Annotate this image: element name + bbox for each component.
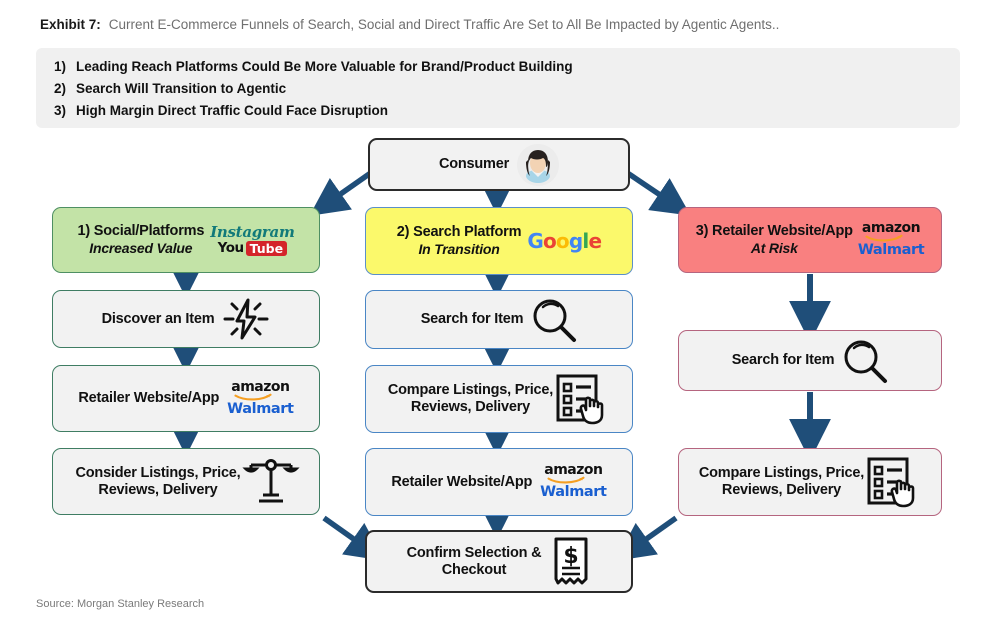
node-search-step-search[interactable]: Search for Item	[365, 290, 633, 349]
exhibit-label: Exhibit 7:	[40, 17, 101, 32]
node-social-step-consider[interactable]: Consider Listings, Price, Reviews, Deliv…	[52, 448, 320, 515]
consider-line-1: Consider Listings, Price,	[75, 464, 241, 481]
youtube-tube-badge: Tube	[245, 241, 288, 256]
node-search-step-compare[interactable]: Compare Listings, Price, Reviews, Delive…	[365, 365, 633, 433]
retailer-brand-logos-search: amazon Walmart	[540, 462, 607, 500]
walmart-logo: Walmart	[857, 242, 925, 258]
consider-line-2: Reviews, Delivery	[98, 481, 218, 498]
social-header-title: 1) Social/Platforms	[77, 223, 205, 239]
retailer-header-title: 3) Retailer Website/App	[695, 223, 853, 239]
node-search-step-retailer-label: Retailer Website/App	[391, 473, 533, 490]
arrow-social-to-checkout	[322, 515, 385, 561]
amazon-swoosh-icon	[234, 393, 272, 401]
amazon-logo: amazon	[544, 462, 603, 484]
node-retailer-step-search-label: Search for Item	[731, 352, 835, 368]
search-compare-line-2: Reviews, Delivery	[410, 399, 531, 415]
arrow-consumer-to-social	[309, 169, 374, 216]
search-compare-line-1: Compare Listings, Price,	[387, 382, 554, 398]
node-consumer[interactable]: Consumer	[368, 138, 630, 191]
source-note: Source: Morgan Stanley Research	[36, 598, 205, 610]
checkout-line-1: Confirm Selection &	[406, 544, 542, 561]
checklist-cursor-icon	[867, 456, 921, 508]
exhibit-header: Exhibit 7: Current E-Commerce Funnels of …	[40, 16, 970, 34]
amazon-wordmark: amazon	[231, 378, 290, 395]
takeaway-number-3: 3)	[54, 103, 67, 118]
node-retailer-step-compare-label: Compare Listings, Price, Reviews, Delive…	[699, 465, 864, 499]
balance-scale-icon	[241, 457, 300, 507]
key-takeaways-panel: 1) Leading Reach Platforms Could Be More …	[36, 48, 960, 128]
search-header-title: 2) Search Platform	[396, 224, 522, 240]
amazon-wordmark: amazon	[861, 220, 921, 236]
takeaway-text-3: High Margin Direct Traffic Could Face Di…	[76, 103, 389, 118]
node-social-step-retailer-label: Retailer Website/App	[78, 390, 220, 406]
google-logo: Google	[527, 229, 602, 253]
magnifier-icon	[531, 297, 577, 343]
node-search-header-label: 2) Search Platform In Transition	[397, 224, 522, 258]
checklist-cursor-icon	[556, 373, 610, 425]
node-search-header[interactable]: 2) Search Platform In Transition Google	[365, 207, 633, 275]
receipt-dollar-icon: $	[551, 537, 591, 587]
takeaway-text-1: Leading Reach Platforms Could Be More Va…	[76, 59, 573, 74]
takeaway-item-3: 3) High Margin Direct Traffic Could Face …	[54, 103, 388, 119]
node-social-step-discover-label: Discover an Item	[101, 310, 215, 327]
retailer-compare-line-2: Reviews, Delivery	[721, 482, 842, 498]
takeaway-text-2: Search Will Transition to Agentic	[76, 81, 287, 96]
node-retailer-header[interactable]: 3) Retailer Website/App At Risk amazon W…	[678, 207, 942, 273]
node-social-header[interactable]: 1) Social/Platforms Increased Value Inst…	[52, 207, 320, 273]
walmart-logo: Walmart	[540, 484, 607, 500]
amazon-logo: amazon	[231, 378, 290, 401]
node-social-step-consider-label: Consider Listings, Price, Reviews, Deliv…	[75, 465, 240, 499]
magnifier-icon	[842, 338, 888, 384]
node-social-step-discover[interactable]: Discover an Item	[52, 290, 320, 348]
amazon-swoosh-icon	[547, 476, 585, 484]
youtube-logo: You Tube	[217, 240, 288, 256]
retailer-brand-logos-social: amazon Walmart	[227, 378, 294, 417]
node-confirm-checkout-label: Confirm Selection & Checkout	[407, 545, 542, 579]
youtube-you-text: You	[217, 240, 244, 256]
social-header-subtitle: Increased Value	[89, 240, 193, 256]
takeaway-number-2: 2)	[54, 81, 67, 96]
retailer-compare-line-1: Compare Listings, Price,	[698, 465, 865, 481]
node-search-step-compare-label: Compare Listings, Price, Reviews, Delive…	[388, 382, 553, 416]
arrow-retailer-to-checkout	[615, 515, 678, 561]
amazon-logo: amazon	[861, 220, 921, 242]
node-retailer-step-compare[interactable]: Compare Listings, Price, Reviews, Delive…	[678, 448, 942, 516]
arrow-consumer-to-retailer	[624, 169, 691, 216]
svg-text:$: $	[564, 544, 579, 569]
walmart-logo: Walmart	[227, 400, 294, 417]
checkout-line-2: Checkout	[441, 561, 507, 578]
instagram-logo: Instagram	[210, 223, 295, 241]
social-brand-logos: Instagram You Tube	[210, 223, 295, 256]
node-retailer-header-label: 3) Retailer Website/App At Risk	[696, 223, 853, 257]
takeaway-item-1: 1) Leading Reach Platforms Could Be More …	[54, 59, 573, 75]
amazon-wordmark: amazon	[544, 462, 603, 478]
node-confirm-checkout[interactable]: Confirm Selection & Checkout $	[365, 530, 633, 593]
retailer-brand-logos-header: amazon Walmart	[857, 220, 925, 258]
user-avatar-icon	[517, 143, 560, 186]
retailer-header-subtitle: At Risk	[750, 240, 798, 256]
node-consumer-label: Consumer	[438, 156, 510, 172]
takeaway-number-1: 1)	[54, 59, 67, 74]
node-search-step-search-label: Search for Item	[420, 311, 524, 327]
search-header-subtitle: In Transition	[418, 241, 500, 257]
takeaway-item-2: 2) Search Will Transition to Agentic	[54, 81, 286, 97]
exhibit-title: Current E-Commerce Funnels of Search, So…	[108, 17, 780, 32]
node-social-header-label: 1) Social/Platforms Increased Value	[77, 223, 204, 257]
node-social-step-retailer[interactable]: Retailer Website/App amazon Walmart	[52, 365, 320, 432]
node-search-step-retailer[interactable]: Retailer Website/App amazon Walmart	[365, 448, 633, 516]
node-retailer-step-search[interactable]: Search for Item	[678, 330, 942, 391]
amazon-swoosh-icon	[865, 234, 903, 242]
spark-lightning-icon	[222, 297, 270, 341]
